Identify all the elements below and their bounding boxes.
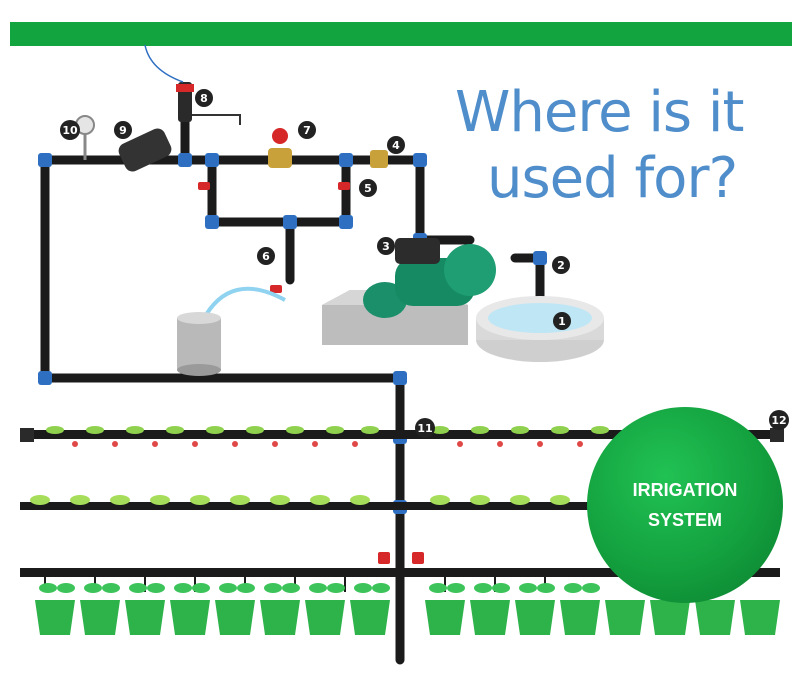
brass-valves <box>268 148 388 168</box>
callout-7: 7 <box>298 121 316 139</box>
svg-text:3: 3 <box>382 240 390 253</box>
svg-text:5: 5 <box>364 182 372 195</box>
drip-lateral-1 <box>20 426 784 447</box>
callout-11: 11 <box>415 418 435 438</box>
callout-5: 5 <box>359 179 377 197</box>
callout-10: 10 <box>60 120 80 140</box>
badge-line-2: SYSTEM <box>647 510 722 530</box>
fertilizer-tank <box>177 286 286 376</box>
headline-line-2: used for? <box>487 146 738 211</box>
red-valve-handles <box>198 128 424 564</box>
svg-text:7: 7 <box>303 124 311 137</box>
headline-line-1: Where is it <box>455 80 744 145</box>
callout-3: 3 <box>377 237 395 255</box>
water-pump <box>322 238 496 345</box>
svg-text:10: 10 <box>62 124 78 137</box>
badge-line-1: IRRIGATION <box>632 480 738 500</box>
callout-4: 4 <box>387 136 405 154</box>
svg-text:2: 2 <box>557 259 565 272</box>
pipe-fittings <box>38 153 547 514</box>
drip-lateral-2 <box>20 495 780 510</box>
pressure-gauge <box>75 115 95 160</box>
svg-text:11: 11 <box>417 422 432 435</box>
venturi-injector <box>144 44 241 125</box>
water-basin <box>476 296 604 362</box>
svg-text:4: 4 <box>392 139 400 152</box>
drip-lateral-3 <box>20 568 780 635</box>
callout-1: 1 <box>553 312 571 330</box>
irrigation-system-badge: IRRIGATION SYSTEM <box>587 407 783 603</box>
svg-text:8: 8 <box>200 92 208 105</box>
svg-text:1: 1 <box>558 315 566 328</box>
callout-2: 2 <box>552 256 570 274</box>
callout-12: 12 <box>769 410 789 430</box>
callout-9: 9 <box>114 121 132 139</box>
svg-text:12: 12 <box>771 414 786 427</box>
headline: Where is it used for? <box>455 80 785 212</box>
svg-text:6: 6 <box>262 250 270 263</box>
header-bar <box>10 22 792 46</box>
disc-filter <box>118 128 172 172</box>
callout-8: 8 <box>195 89 213 107</box>
callout-6: 6 <box>257 247 275 265</box>
svg-text:9: 9 <box>119 124 127 137</box>
